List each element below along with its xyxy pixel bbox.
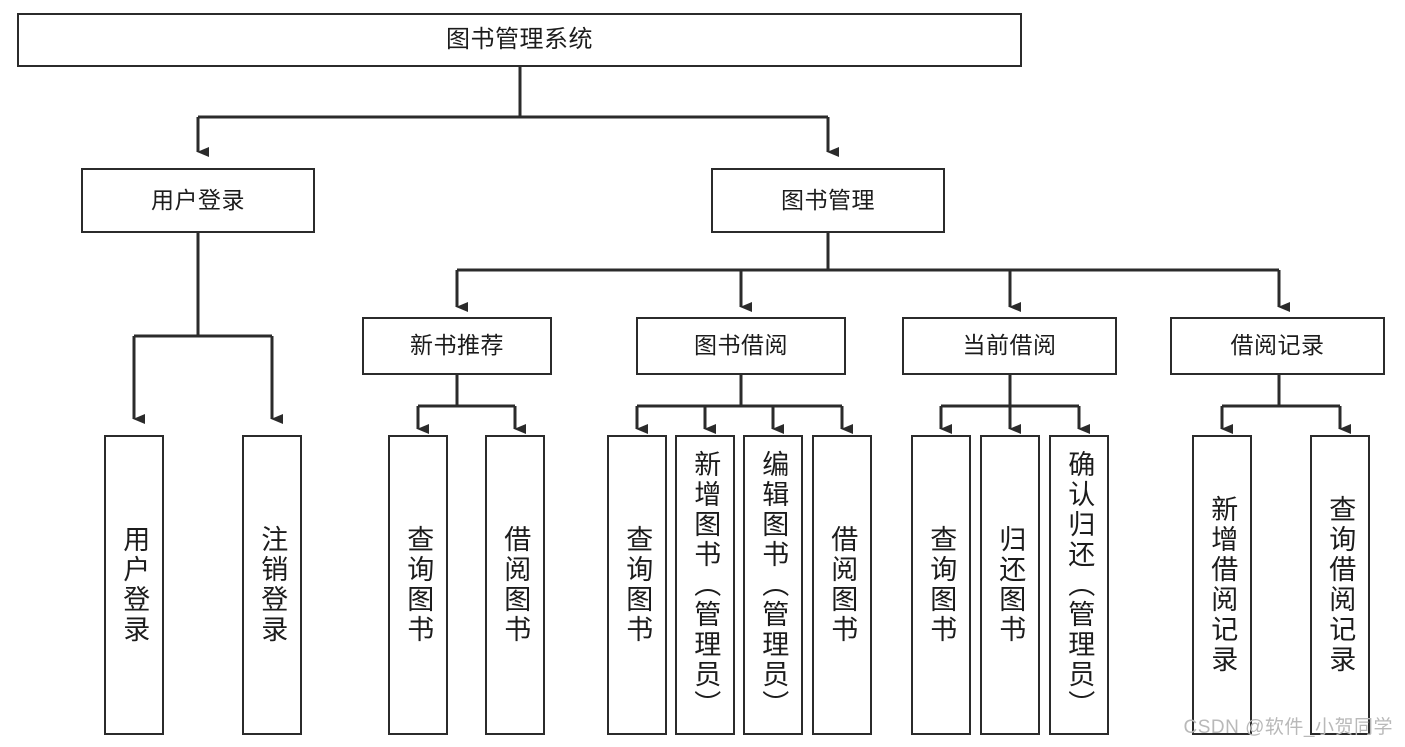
node-leaf-add-book[interactable]: 新增图书（管理员） — [675, 435, 735, 735]
node-leaf-user-login[interactable]: 用户登录 — [104, 435, 164, 735]
node-new-book-recommend-label: 新书推荐 — [410, 332, 504, 359]
node-leaf-user-logout-label: 注销登录 — [257, 525, 288, 645]
node-leaf-add-book-label: 新增图书（管理员） — [690, 450, 721, 720]
node-current-borrow[interactable]: 当前借阅 — [902, 317, 1117, 375]
node-leaf-query-record[interactable]: 查询借阅记录 — [1310, 435, 1370, 735]
node-leaf-borrow-book-2[interactable]: 借阅图书 — [812, 435, 872, 735]
node-leaf-query-record-label: 查询借阅记录 — [1325, 495, 1356, 675]
node-leaf-query-book-2-label: 查询图书 — [622, 525, 653, 645]
node-user-login-label: 用户登录 — [151, 186, 245, 213]
watermark: CSDN @软件_小贺同学 — [1183, 717, 1393, 738]
node-book-borrow[interactable]: 图书借阅 — [636, 317, 846, 375]
node-borrow-record-label: 借阅记录 — [1230, 332, 1325, 359]
node-leaf-add-record-label: 新增借阅记录 — [1207, 495, 1238, 675]
node-leaf-return-book-label: 归还图书 — [995, 525, 1026, 645]
node-leaf-borrow-book-1-label: 借阅图书 — [500, 525, 531, 645]
node-leaf-user-login-label: 用户登录 — [119, 525, 150, 645]
node-book-borrow-label: 图书借阅 — [694, 332, 788, 359]
node-leaf-query-book-3-label: 查询图书 — [926, 525, 957, 645]
node-leaf-borrow-book-2-label: 借阅图书 — [827, 525, 858, 645]
node-new-book-recommend[interactable]: 新书推荐 — [362, 317, 552, 375]
node-leaf-user-logout[interactable]: 注销登录 — [242, 435, 302, 735]
node-current-borrow-label: 当前借阅 — [962, 332, 1057, 359]
node-book-manage-label: 图书管理 — [781, 186, 875, 213]
node-root[interactable]: 图书管理系统 — [17, 13, 1022, 67]
node-leaf-return-book[interactable]: 归还图书 — [980, 435, 1040, 735]
node-leaf-confirm-return-label: 确认归还（管理员） — [1064, 450, 1095, 720]
node-leaf-query-book-2[interactable]: 查询图书 — [607, 435, 667, 735]
node-leaf-query-book-3[interactable]: 查询图书 — [911, 435, 971, 735]
node-leaf-confirm-return[interactable]: 确认归还（管理员） — [1049, 435, 1109, 735]
node-leaf-add-record[interactable]: 新增借阅记录 — [1192, 435, 1252, 735]
node-leaf-query-book-1[interactable]: 查询图书 — [388, 435, 448, 735]
node-borrow-record[interactable]: 借阅记录 — [1170, 317, 1385, 375]
node-root-label: 图书管理系统 — [446, 25, 593, 53]
node-leaf-borrow-book-1[interactable]: 借阅图书 — [485, 435, 545, 735]
node-leaf-edit-book-label: 编辑图书（管理员） — [758, 450, 789, 720]
node-book-manage[interactable]: 图书管理 — [711, 168, 945, 233]
node-leaf-query-book-1-label: 查询图书 — [403, 525, 434, 645]
node-user-login[interactable]: 用户登录 — [81, 168, 315, 233]
node-leaf-edit-book[interactable]: 编辑图书（管理员） — [743, 435, 803, 735]
